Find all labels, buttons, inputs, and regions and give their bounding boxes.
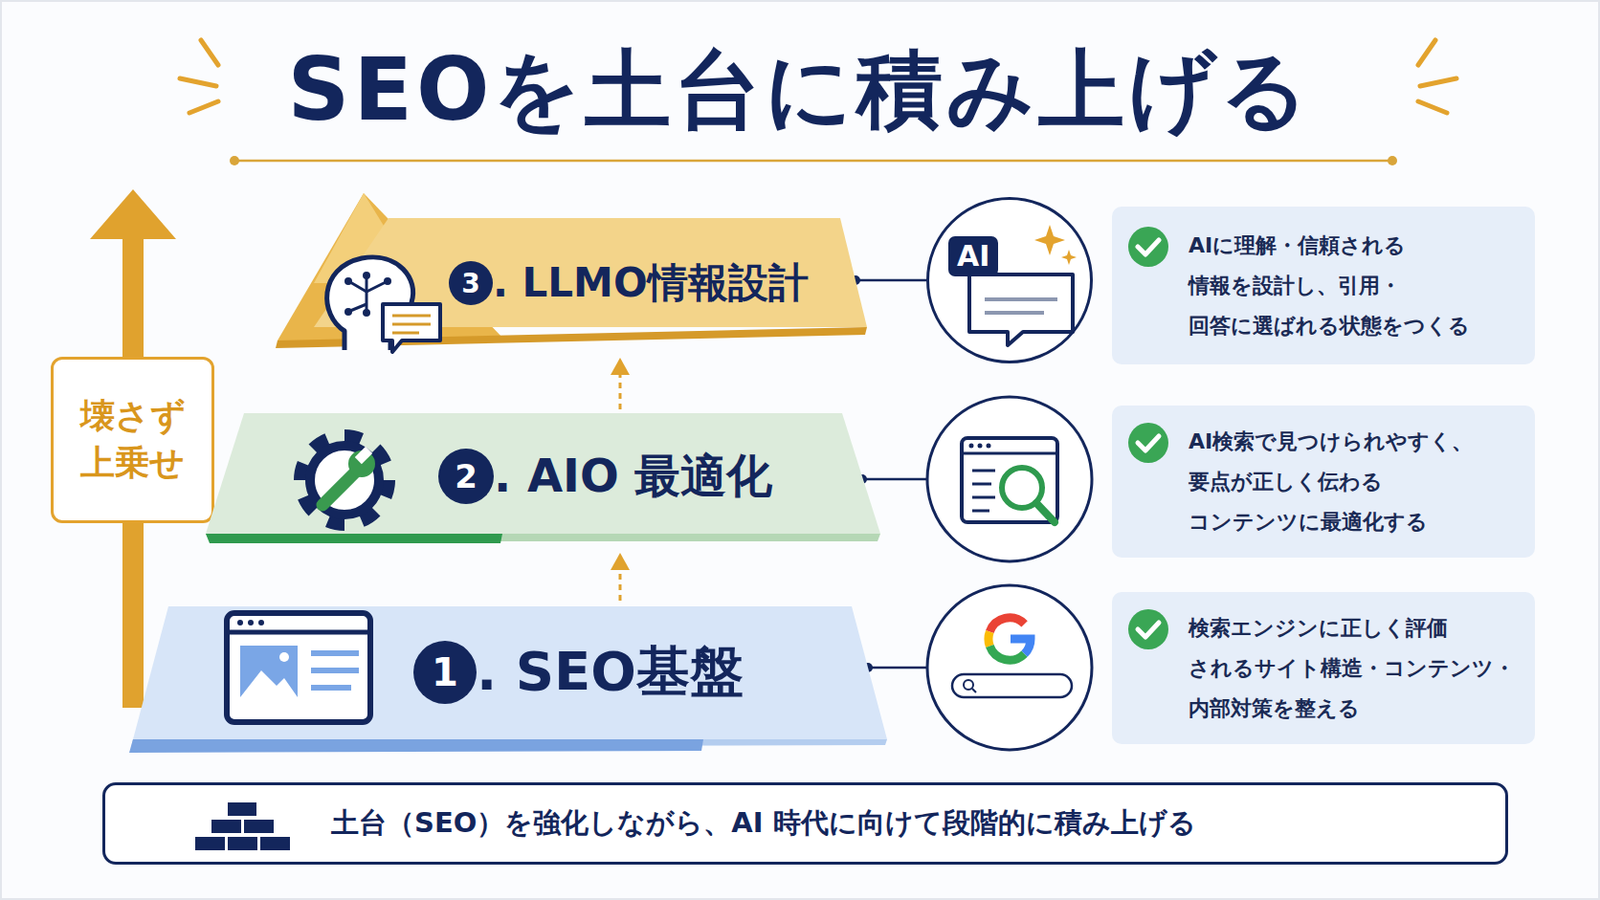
llmo-layer: 3. LLMO情報設計 xyxy=(275,191,869,355)
layer-title-row: 2. AIO 最適化 xyxy=(438,445,773,508)
side-note-text: 壊さず 上乗せ xyxy=(76,393,190,487)
check-icon xyxy=(1125,223,1172,270)
description-box: 検索エンジンに正しく評価 されるサイト構造・コンテンツ・ 内部対策を整える xyxy=(1111,592,1535,745)
description-text-wrap: AIに理解・信頼される 情報を設計し、引用・ 回答に選ばれる状態をつくる xyxy=(1111,225,1526,347)
ai-badge: AI xyxy=(948,236,999,277)
ai-icon-circle: AI xyxy=(926,197,1093,364)
step-number: 2 xyxy=(438,448,494,505)
description-text-wrap: AI検索で見つけられやすく、 要点が正しく伝わる コンテンツに最適化する xyxy=(1111,422,1526,543)
layer-title-row: 3. LLMO情報設計 xyxy=(448,256,809,311)
check-icon xyxy=(1125,606,1172,653)
aio-layer: 2. AIO 最適化 xyxy=(205,411,886,565)
seo-layer: 1. SEO基盤 xyxy=(129,578,890,756)
description-text: AI検索で見つけられやすく、 要点が正しく伝わる コンテンツに最適化する xyxy=(1188,422,1526,543)
step-number: 1 xyxy=(413,641,477,705)
description-box: AIに理解・信頼される 情報を設計し、引用・ 回答に選ばれる状態をつくる xyxy=(1111,206,1535,365)
chat-bubble-icon xyxy=(929,200,1090,361)
diagram-title: SEOを土台に積み上げる xyxy=(0,38,1600,142)
description-box: AI検索で見つけられやすく、 要点が正しく伝わる コンテンツに最適化する xyxy=(1111,405,1535,558)
connector-line xyxy=(855,279,927,283)
check-icon xyxy=(1125,420,1172,467)
layer-title: . AIO 最適化 xyxy=(493,445,773,508)
description-text: 検索エンジンに正しく評価 されるサイト構造・コンテンツ・ 内部対策を整える xyxy=(1188,608,1526,730)
layer-title-row: 1. SEO基盤 xyxy=(413,636,744,710)
summary-text: 土台（SEO）を強化しながら、AI 時代に向けて段階的に積み上げる xyxy=(331,804,1197,844)
description-text: AIに理解・信頼される 情報を設計し、引用・ 回答に選ばれる状態をつくる xyxy=(1188,225,1526,347)
step-number: 3 xyxy=(448,261,493,306)
layer-title: . SEO基盤 xyxy=(476,636,744,710)
layer-title: . LLMO情報設計 xyxy=(492,256,809,311)
description-text-wrap: 検索エンジンに正しく評価 されるサイト構造・コンテンツ・ 内部対策を整える xyxy=(1111,608,1526,730)
summary-box: 土台（SEO）を強化しながら、AI 時代に向けて段階的に積み上げる xyxy=(102,782,1509,866)
side-note-box: 壊さず 上乗せ xyxy=(50,356,215,524)
